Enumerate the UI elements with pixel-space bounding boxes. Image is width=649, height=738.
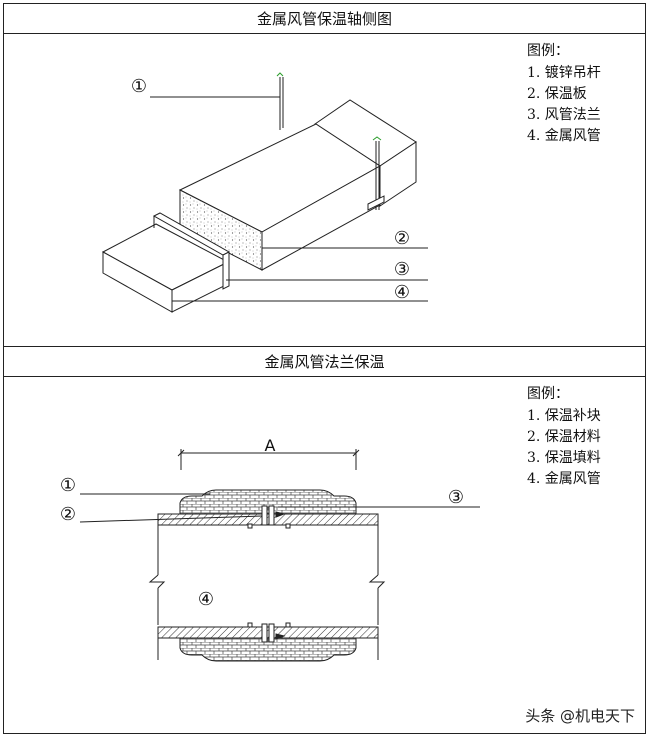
callout-4: ④: [394, 282, 410, 303]
flange-top: [247, 505, 291, 529]
callout-1: ①: [60, 475, 76, 496]
section2-legend-item: 4. 金属风管: [527, 471, 601, 487]
callout-4: ④: [198, 589, 214, 610]
insulation-patch-bottom: [179, 637, 357, 662]
axonometric-callouts: ① ② ③ ④: [131, 76, 410, 303]
flange-section-drawing: [79, 449, 480, 662]
hanger-rod-left: [276, 72, 284, 130]
insulation-patch-top: [179, 489, 357, 515]
callout-2: ②: [394, 228, 410, 249]
section2-legend-title: 图例：: [527, 386, 569, 402]
section1-legend-item: 2. 保温板: [527, 86, 587, 102]
callout-1: ①: [131, 76, 147, 97]
section-callout-leaders: [79, 493, 480, 523]
insulation-material-bottom: [157, 626, 379, 639]
axonometric-drawing: [101, 72, 428, 313]
duct-front-section: [101, 223, 230, 313]
hanger-rod-right: [367, 136, 385, 211]
dimension-label-a: A: [265, 436, 276, 455]
callout-leaders: [150, 96, 428, 302]
section1-legend-title: 图例：: [527, 43, 569, 59]
duct-back-section: [314, 99, 417, 207]
callout-3: ③: [394, 259, 410, 280]
section1-legend-item: 4. 金属风管: [527, 128, 601, 144]
duct-wall: [148, 525, 386, 660]
section1-legend-item: 1. 镀锌吊杆: [527, 65, 601, 81]
section2-legend: 图例： 1. 保温补块 2. 保温材料 3. 保温填料 4. 金属风管: [527, 384, 601, 490]
insulation-material-top: [157, 513, 379, 526]
callout-2: ②: [60, 504, 76, 525]
section-labels: A ① ② ③ ④: [60, 436, 464, 610]
callout-3: ③: [448, 487, 464, 508]
section1-legend-item: 3. 风管法兰: [527, 107, 601, 123]
section2-legend-item: 1. 保温补块: [527, 408, 601, 424]
section1-legend: 图例： 1. 镀锌吊杆 2. 保温板 3. 风管法兰 4. 金属风管: [527, 41, 601, 147]
section2-title: 金属风管法兰保温: [3, 346, 646, 377]
section1-title: 金属风管保温轴侧图: [3, 3, 646, 34]
section2-legend-item: 2. 保温材料: [527, 429, 601, 445]
flange-bottom: [247, 622, 291, 643]
insulation-board: [178, 123, 381, 271]
dimension-line-a: [177, 449, 360, 470]
watermark-text: 头条 @机电天下: [525, 707, 635, 725]
section2-legend-item: 3. 保温填料: [527, 450, 601, 466]
